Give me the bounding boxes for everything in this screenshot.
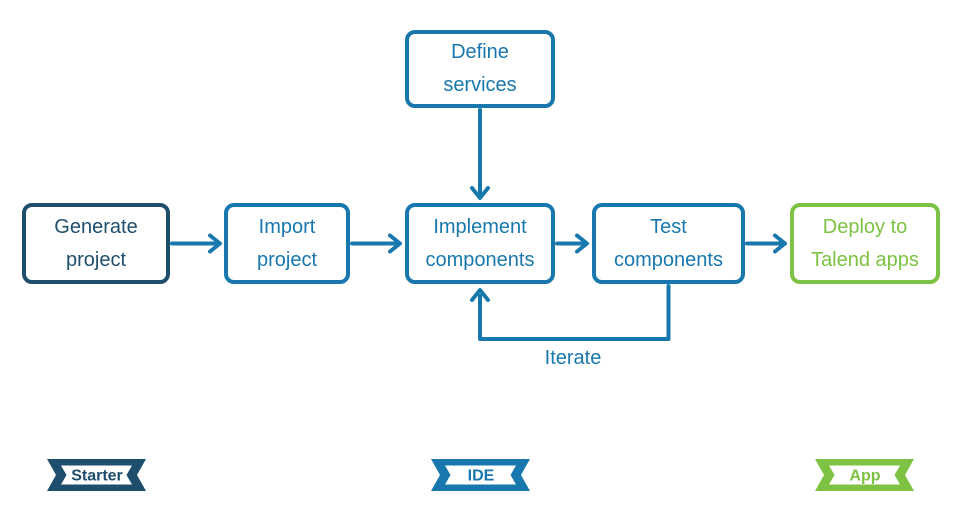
box-implement-components: Implement components — [405, 203, 555, 284]
box-label: Deploy to Talend apps — [811, 215, 919, 271]
ribbon-label: IDE — [468, 468, 495, 485]
arrow-test-to-deploy — [745, 233, 787, 254]
box-generate-project: Generate project — [22, 203, 170, 284]
ribbon-inner-band — [61, 465, 132, 485]
arrow-define-to-implement — [470, 108, 490, 200]
arrow-import-to-implement — [350, 233, 402, 254]
arrow-generate-to-import — [170, 233, 222, 254]
ribbon-app: App — [815, 459, 914, 491]
ribbon-label: App — [849, 468, 880, 485]
box-define-services: Define services — [405, 30, 555, 108]
ribbon-inner-band — [445, 465, 516, 485]
box-label: Implement components — [425, 215, 535, 271]
box-label: Import project — [256, 215, 318, 271]
ribbon-ide: IDE — [431, 459, 530, 491]
ribbon-starter: Starter — [47, 459, 146, 491]
box-import-project: Import project — [224, 203, 350, 284]
box-test-components: Test components — [592, 203, 745, 284]
box-deploy-to-talend-apps: Deploy to Talend apps — [790, 203, 940, 284]
box-label: Define services — [443, 41, 517, 96]
arrow-implement-to-test — [555, 233, 589, 254]
ribbon-inner-band — [829, 465, 900, 485]
iterate-label: Iterate — [544, 347, 602, 369]
box-label: Test components — [614, 215, 723, 271]
box-label: Generate project — [54, 215, 138, 271]
iterate-loop-arrow — [470, 284, 671, 341]
ribbon-label: Starter — [71, 468, 123, 485]
